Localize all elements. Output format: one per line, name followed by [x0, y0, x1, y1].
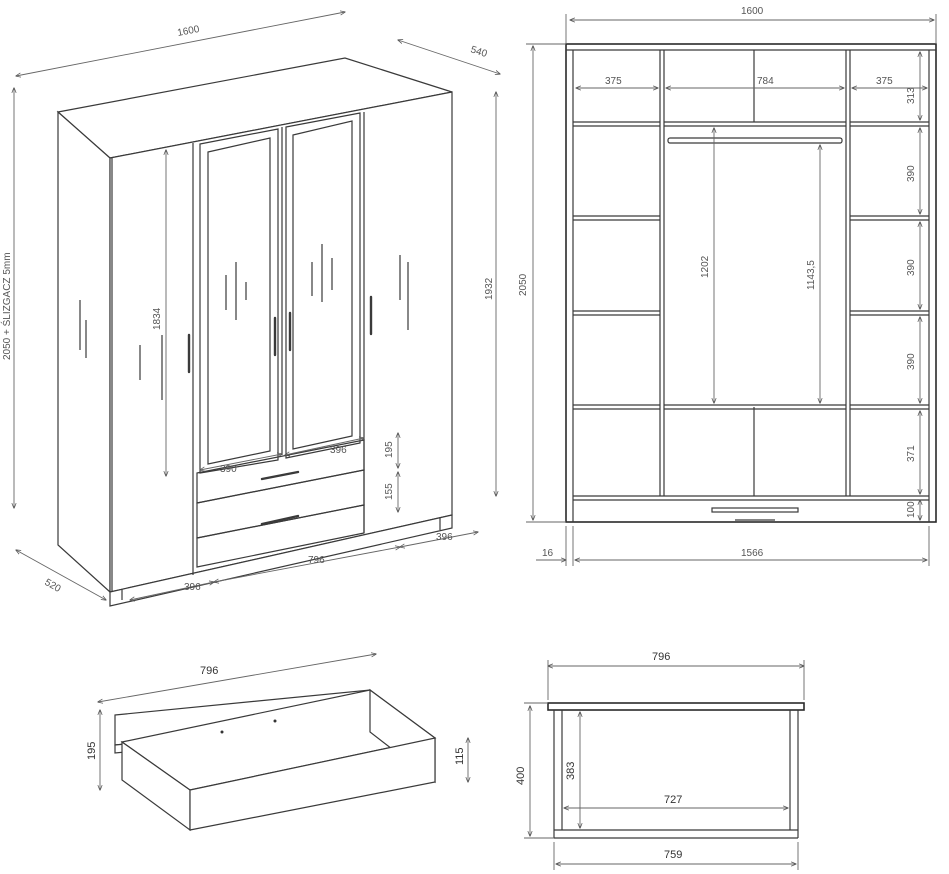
dim-shelf-5-label: 371 [906, 445, 917, 462]
dim-depth-left-label: 520 [43, 577, 63, 595]
drawer-isometric-view: 796 195 115 [86, 654, 468, 832]
mirror-reflections [79, 244, 409, 400]
dim-base-offset-label: 16 [542, 548, 554, 559]
dim-plinth-label: 100 [906, 501, 917, 518]
drawer-section-view: 796 400 383 727 759 [515, 651, 805, 870]
dim-bottom-left-label: 396 [184, 582, 201, 593]
shelves-right [850, 121, 929, 410]
dim-drawer-width-label: 796 [200, 665, 218, 677]
dim-height-left-label: 2050 + ŚLIZGACZ 5mm [0, 252, 13, 360]
dim-drawer-h-b-label: 155 [384, 483, 395, 500]
dim-front-width-label: 1600 [741, 6, 764, 17]
dim-base-width-label: 1566 [741, 548, 764, 559]
hanging-rail [667, 137, 843, 144]
drawer-front-3 [196, 504, 365, 568]
shelves-left [573, 121, 660, 410]
wardrobe-front-face [109, 91, 453, 593]
dim-front-height-label: 2050 [518, 273, 529, 296]
dim-bottom-right-label: 396 [436, 532, 453, 543]
mirror-panel-right [292, 120, 353, 450]
dim-drawer-b-label: 396 [330, 445, 347, 456]
dim-shelf-1-label: 313 [906, 87, 917, 104]
section-top-plate [547, 702, 805, 711]
dim-col-middle-label: 784 [757, 76, 774, 87]
wardrobe-front-view: 1600 2050 375 784 375 313 390 390 390 37… [518, 6, 937, 566]
dim-width-label: 1600 [176, 24, 200, 39]
dim-drawer-inner-height-label: 115 [454, 747, 466, 765]
dim-door-inner-label: 1834 [152, 307, 163, 330]
dim-height-right-label: 1932 [484, 277, 495, 300]
dim-bottom-middle-label: 796 [308, 555, 325, 566]
front-dimensions: 1600 2050 375 784 375 313 390 390 390 37… [518, 6, 937, 566]
dim-shelf-2-label: 390 [906, 165, 917, 182]
mirror-panel-left [207, 137, 271, 465]
front-outline [565, 43, 937, 523]
dim-col-left-label: 375 [605, 76, 622, 87]
dim-section-outer-height-label: 400 [515, 767, 527, 785]
plinth-drawer-handle [711, 507, 799, 513]
dim-hang-right-label: 1143,5 [806, 260, 817, 290]
dim-section-width-label: 796 [652, 651, 670, 663]
wardrobe-isometric-view: 1600 540 520 2050 + ŚLIZGACZ 5mm 1932 18… [0, 12, 500, 607]
dim-shelf-3-label: 390 [906, 259, 917, 276]
door-handles [187, 295, 373, 374]
dim-section-inner-width-label: 727 [664, 794, 682, 806]
dim-drawer-h-a-label: 195 [384, 441, 395, 458]
dim-section-bottom-width-label: 759 [664, 849, 682, 861]
dim-shelf-4-label: 390 [906, 353, 917, 370]
dim-drawer-outer-height-label: 195 [86, 742, 98, 760]
dim-hang-left-label: 1202 [700, 255, 711, 278]
dim-section-inner-height-label: 383 [565, 762, 577, 780]
dim-drawer-a-label: 390 [220, 464, 237, 475]
dim-col-right-label: 375 [876, 76, 893, 87]
iso-dimensions: 1600 540 520 2050 + ŚLIZGACZ 5mm 1932 18… [0, 12, 500, 600]
dim-depth-top-label: 540 [469, 44, 489, 60]
wardrobe-left-side [57, 110, 111, 594]
drawer-front-panel [189, 737, 436, 831]
